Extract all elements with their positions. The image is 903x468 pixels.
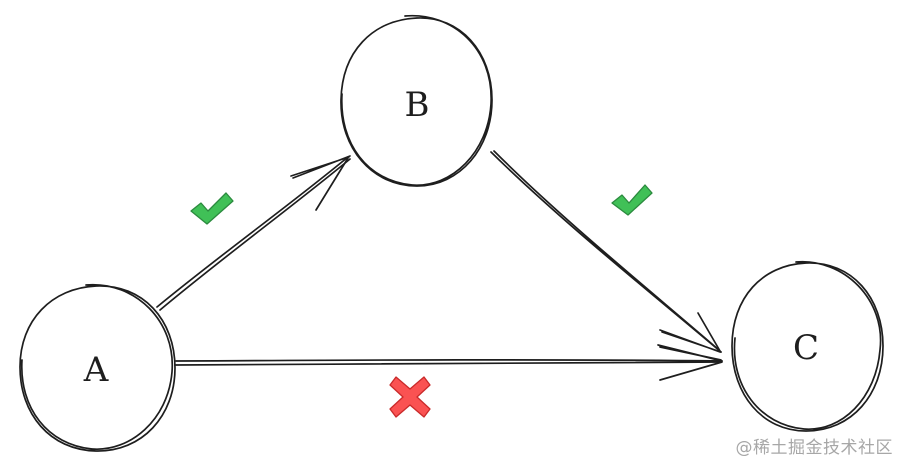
edge-b-to-c-arrowhead xyxy=(659,312,722,353)
edge-a-to-c-line xyxy=(174,358,723,366)
edge-b-to-c-line xyxy=(490,150,722,353)
edge-a-to-c xyxy=(174,344,723,381)
node-b: B xyxy=(340,14,493,187)
edge-b-to-c xyxy=(490,150,722,353)
edge-a-to-b-arrowhead xyxy=(290,155,351,211)
cross-icon xyxy=(389,376,431,418)
edge-a-to-c-arrowhead xyxy=(657,344,723,381)
edge-a-to-b-line xyxy=(156,156,351,311)
node-b-circle xyxy=(340,14,493,187)
node-b-label: B xyxy=(405,85,430,125)
node-a-circle xyxy=(19,284,176,452)
edge-a-to-b xyxy=(156,155,351,311)
check-icon xyxy=(611,184,653,216)
node-c-circle xyxy=(731,261,884,432)
node-c: C xyxy=(731,261,884,432)
node-a: A xyxy=(19,284,176,452)
node-c-label: C xyxy=(793,328,819,368)
check-icon xyxy=(190,192,234,225)
node-a-label: A xyxy=(83,350,109,390)
watermark: @稀土掘金技术社区 xyxy=(735,438,893,458)
